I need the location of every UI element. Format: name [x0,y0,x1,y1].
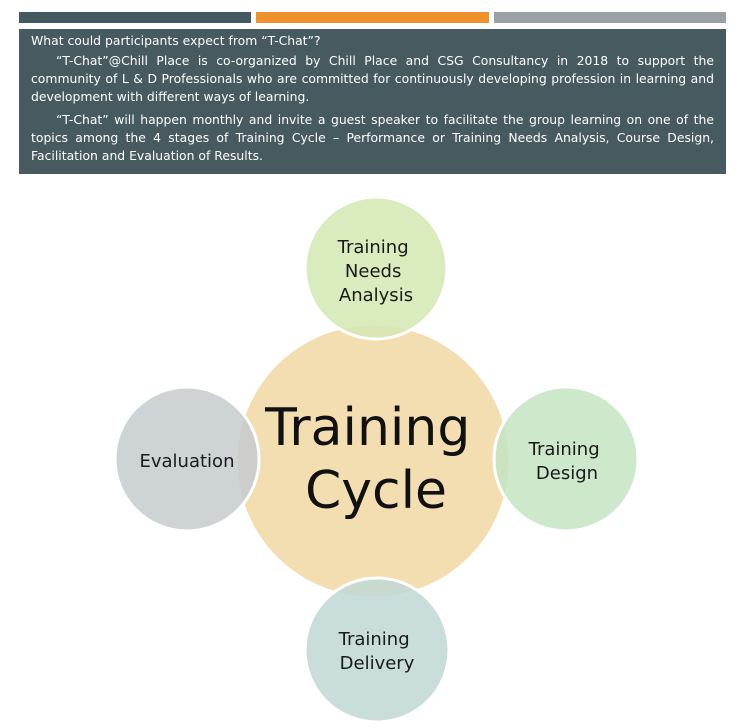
panel-paragraph-2: “T-Chat” will happen monthly and invite … [31,112,714,163]
description-panel: What could participants expect from “T-C… [19,29,726,174]
center-label-line-2: Cycle [305,461,447,521]
needs-analysis-line-3: Analysis [339,285,413,306]
needs-analysis-line-2: Needs [345,261,401,282]
delivery-label: Training Delivery [338,629,416,674]
design-label: Training Design [528,439,606,484]
delivery-line-1: Training [338,629,410,650]
design-circle [492,385,640,533]
header-bar-left [19,12,251,23]
delivery-circle [303,576,451,724]
design-line-1: Training [528,439,600,460]
panel-question: What could participants expect from “T-C… [31,33,321,48]
evaluation-label: Evaluation [140,451,235,472]
header-bar-right [494,12,726,23]
delivery-line-2: Delivery [340,653,415,674]
needs-analysis-label: Training Needs Analysis [337,237,415,306]
evaluation-circle [113,385,261,533]
needs-analysis-circle [303,195,449,341]
needs-analysis-line-1: Training [337,237,409,258]
header-bar-middle [256,12,489,23]
design-line-2: Design [536,463,598,484]
evaluation-line-1: Evaluation [140,451,235,472]
center-label-line-1: Training [264,398,470,458]
panel-paragraph-1: “T-Chat”@Chill Place is co-organized by … [31,53,714,104]
center-label: Training Cycle [264,398,487,521]
